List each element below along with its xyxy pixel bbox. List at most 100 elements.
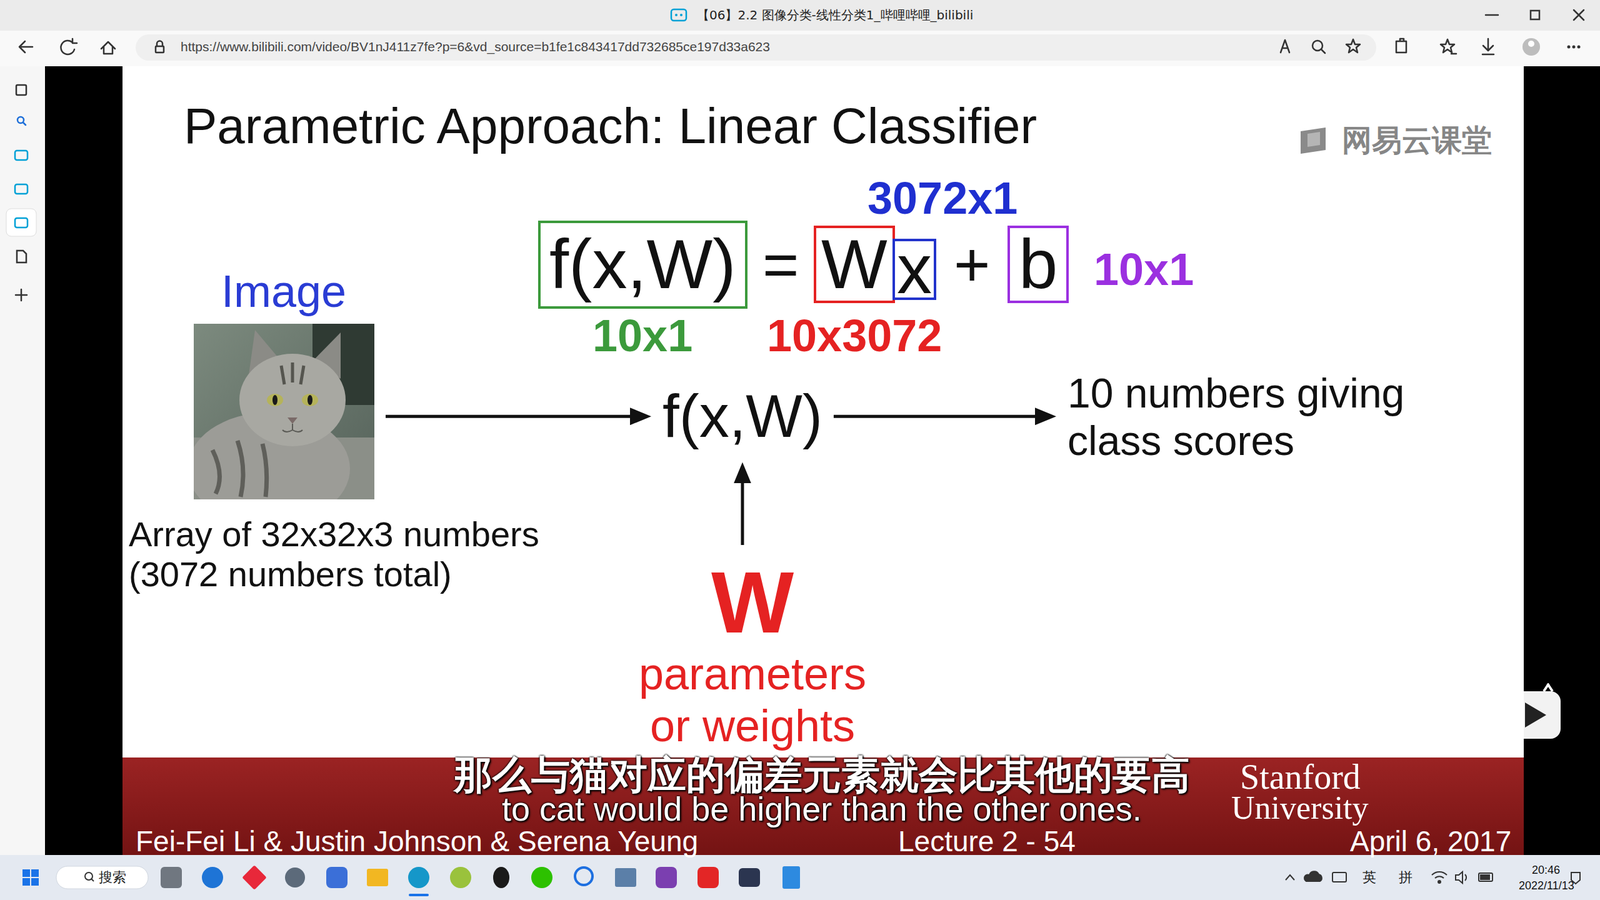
- home-icon: [101, 41, 115, 54]
- favorite-icon: [1346, 39, 1360, 53]
- tab-title: 【06】2.2 图像分类-线性分类1_哔哩哔哩_bilibili: [696, 8, 974, 23]
- footer-date: April 6, 2017: [1350, 825, 1512, 859]
- tab-icon: [671, 9, 687, 21]
- cat-mouth: [282, 423, 303, 432]
- subtitle-en: to cat would be higher than the other on…: [501, 789, 1142, 829]
- restore-icon: [1530, 10, 1540, 20]
- lock-shackle: [156, 41, 163, 47]
- address-bar: [135, 34, 1377, 61]
- slide: [122, 66, 1524, 758]
- flow-arrow: [833, 415, 1044, 419]
- cat-nose: [287, 417, 298, 424]
- ime-indicator: 英: [1362, 869, 1377, 885]
- app-icon: [450, 866, 472, 889]
- weights-symbol: W: [621, 556, 884, 649]
- footer-lecture: Lecture 2 - 54: [898, 825, 1076, 859]
- app-icon: [160, 866, 182, 889]
- profile-avatar: [1522, 38, 1540, 56]
- score-box: f(x,W): [538, 220, 748, 309]
- output-text: 10 numbers giving class scores: [1067, 370, 1468, 465]
- watermark: 网易云课堂: [1341, 123, 1492, 158]
- search-pill: [56, 866, 149, 889]
- app-icon: [782, 866, 800, 889]
- start-square: [31, 869, 39, 877]
- ime-indicator: 拼: [1398, 869, 1413, 885]
- cloud-icon: [1304, 871, 1322, 882]
- app-icon: [201, 866, 224, 889]
- add-icon: [15, 289, 27, 301]
- app-icon: [615, 868, 637, 887]
- clock-time: 20:46: [1531, 863, 1560, 877]
- window-controls: [1485, 10, 1584, 20]
- app-icon: [655, 866, 677, 889]
- cat-eye: [266, 393, 284, 407]
- play-triangle: [1525, 702, 1547, 728]
- play-button-frame: [1505, 691, 1561, 739]
- title-bar: [0, 0, 1600, 31]
- bili-icon: [15, 218, 28, 228]
- slide-title: Parametric Approach: Linear Classifier: [183, 97, 1037, 155]
- input-image: ImageArray of 32x32x3 numbers (3072 numb…: [193, 323, 375, 500]
- flow-arrow: [385, 415, 639, 419]
- keyboard-icon: [1332, 872, 1347, 882]
- url-text: https://www.bilibili.com/video/BV1nJ411z…: [180, 39, 770, 55]
- speaker-icon: [1455, 871, 1467, 884]
- sidebar-icons: [15, 85, 28, 301]
- nav-icons: [19, 38, 1494, 55]
- app-icon: [738, 868, 760, 887]
- tray-chevron: [1285, 875, 1295, 880]
- download-icon: [1482, 38, 1494, 55]
- read-aloud-icon: [1280, 40, 1290, 53]
- input-vector-box: x: [892, 238, 937, 300]
- play-button-antenna: [1543, 683, 1553, 692]
- app-icon: [575, 867, 593, 885]
- dimension-label: 10x1: [592, 310, 693, 362]
- bili-icon: [15, 184, 28, 194]
- logo-text: University: [1231, 789, 1369, 827]
- function-text: f(x,W): [662, 381, 823, 451]
- app-icon: [408, 866, 430, 889]
- app-icon: [326, 866, 348, 889]
- profile-avatar-head: [1528, 40, 1535, 47]
- cat-picture: [193, 323, 375, 500]
- box-text: b: [1018, 229, 1058, 300]
- watermark-icon-page: [1307, 131, 1320, 147]
- battery-level: [1480, 875, 1490, 880]
- app-icon: [697, 866, 719, 889]
- dimension-label: 3072x1: [867, 172, 1018, 225]
- clock-date: 2022/11/13: [1518, 879, 1575, 893]
- play-button: [1505, 683, 1561, 739]
- watermark-icon: [1300, 127, 1326, 154]
- search-text: 搜索: [98, 869, 127, 885]
- app-icon: [531, 866, 553, 889]
- flow-arrow: [740, 474, 744, 545]
- tab-icon-frame: [671, 9, 687, 21]
- weight-matrix-box: W: [813, 225, 895, 304]
- menu-dot: [1577, 45, 1581, 49]
- video-area: [45, 66, 1600, 855]
- active-indicator: [408, 893, 429, 897]
- taskbar: [0, 855, 1600, 900]
- footer-authors: Fei-Fei Li & Justin Johnson & Serena Yeu…: [135, 825, 699, 859]
- tab-icon-eye: [675, 13, 678, 17]
- output-node: 10 numbers giving class scores: [1067, 370, 1468, 465]
- wifi-dot: [1438, 880, 1441, 884]
- battery-icon: [1478, 873, 1493, 882]
- box-text: f(x,W): [549, 224, 737, 305]
- search-pill-handle: [91, 878, 94, 882]
- sidebar: [0, 66, 45, 855]
- close-icon: [1573, 10, 1584, 20]
- start-square: [22, 878, 30, 886]
- box-text: x: [896, 241, 932, 298]
- wifi-icon: [1431, 871, 1447, 879]
- weights-node: Wparameters or weights: [621, 556, 884, 752]
- bias-box: b: [1007, 225, 1069, 304]
- cat-stripes: [212, 440, 267, 497]
- tabs-icon: [16, 85, 27, 95]
- toolbar: [0, 30, 1600, 67]
- cat-pupil: [272, 395, 278, 405]
- favorites-icon: [1440, 39, 1457, 54]
- equals-sign: =: [762, 228, 799, 301]
- cat-head: [239, 353, 346, 447]
